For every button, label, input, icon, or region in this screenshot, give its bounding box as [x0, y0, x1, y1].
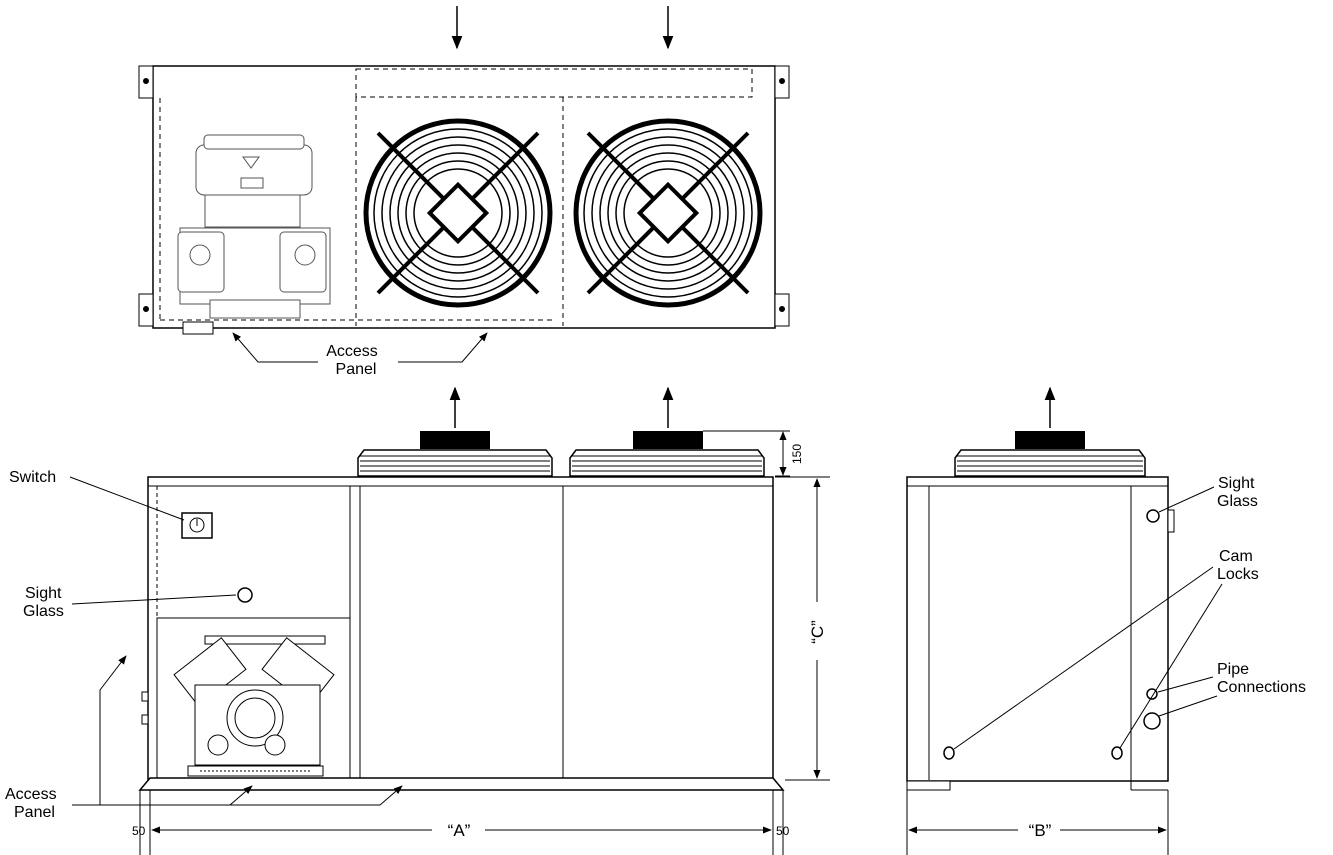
sight-glass-side-label-1: Sight	[1218, 475, 1255, 492]
access-panel-front-leader-1	[99, 655, 127, 805]
access-panel-front-label-2: Panel	[14, 804, 55, 821]
switch-leader	[69, 476, 185, 521]
access-panel-top-label-2: Panel	[336, 361, 377, 378]
sight-glass-side-leader	[1158, 486, 1215, 513]
access-panel-front-leader-3	[230, 785, 403, 806]
sight-glass-front-label-2: Glass	[23, 603, 64, 620]
pipe-connection-1	[1146, 688, 1158, 700]
sight-glass-side	[1146, 509, 1160, 523]
fan-guard-height-dim: 150	[790, 444, 804, 464]
sight-glass-front	[237, 587, 253, 603]
pipe-connections-label-2: Connections	[1217, 679, 1306, 696]
switch-label: Switch	[9, 469, 56, 486]
sight-glass-side-label-2: Glass	[1217, 493, 1258, 510]
pipe-connections-leader-1	[1157, 676, 1214, 693]
fan-guard-side-2	[569, 431, 765, 477]
side-casing	[906, 476, 1169, 782]
left-offset-dim: 50	[132, 824, 146, 838]
compressor-plan	[177, 134, 331, 319]
cam-lock-1[interactable]	[943, 746, 955, 760]
pipe-connection-2	[1143, 712, 1161, 730]
access-panel-top-label-1: Access	[326, 343, 378, 360]
plan-view: Access Panel	[138, 6, 790, 378]
sight-glass-front-label-1: Sight	[25, 585, 62, 602]
side-elevation: “B” Sight Glass Cam Locks Pipe Connectio…	[906, 386, 1306, 855]
right-offset-dim: 50	[776, 824, 790, 838]
pipe-connections-label-1: Pipe	[1217, 661, 1249, 678]
dimension-a-label: “A”	[448, 821, 471, 840]
access-panel-top-leader-left	[232, 332, 318, 363]
compressor-front	[173, 635, 335, 777]
pipe-connections-leader-2	[1158, 695, 1218, 717]
fan-guard-1	[363, 118, 553, 308]
dimension-c-label: “C”	[808, 620, 827, 644]
dimension-b-label: “B”	[1029, 821, 1052, 840]
cam-locks-leader-1	[953, 566, 1214, 750]
sight-glass-front-leader	[71, 594, 237, 605]
front-elevation: 150	[5, 386, 830, 855]
cam-locks-label-1: Cam	[1219, 548, 1253, 565]
cam-lock-2[interactable]	[1111, 746, 1123, 760]
fan-guard-2	[573, 118, 763, 308]
cam-locks-leader-2	[1119, 583, 1223, 749]
fan-guard-side-1	[357, 431, 553, 477]
access-panel-front-label-1: Access	[5, 786, 57, 803]
access-panel-top-leader-right	[398, 332, 488, 363]
cam-locks-label-2: Locks	[1217, 566, 1259, 583]
